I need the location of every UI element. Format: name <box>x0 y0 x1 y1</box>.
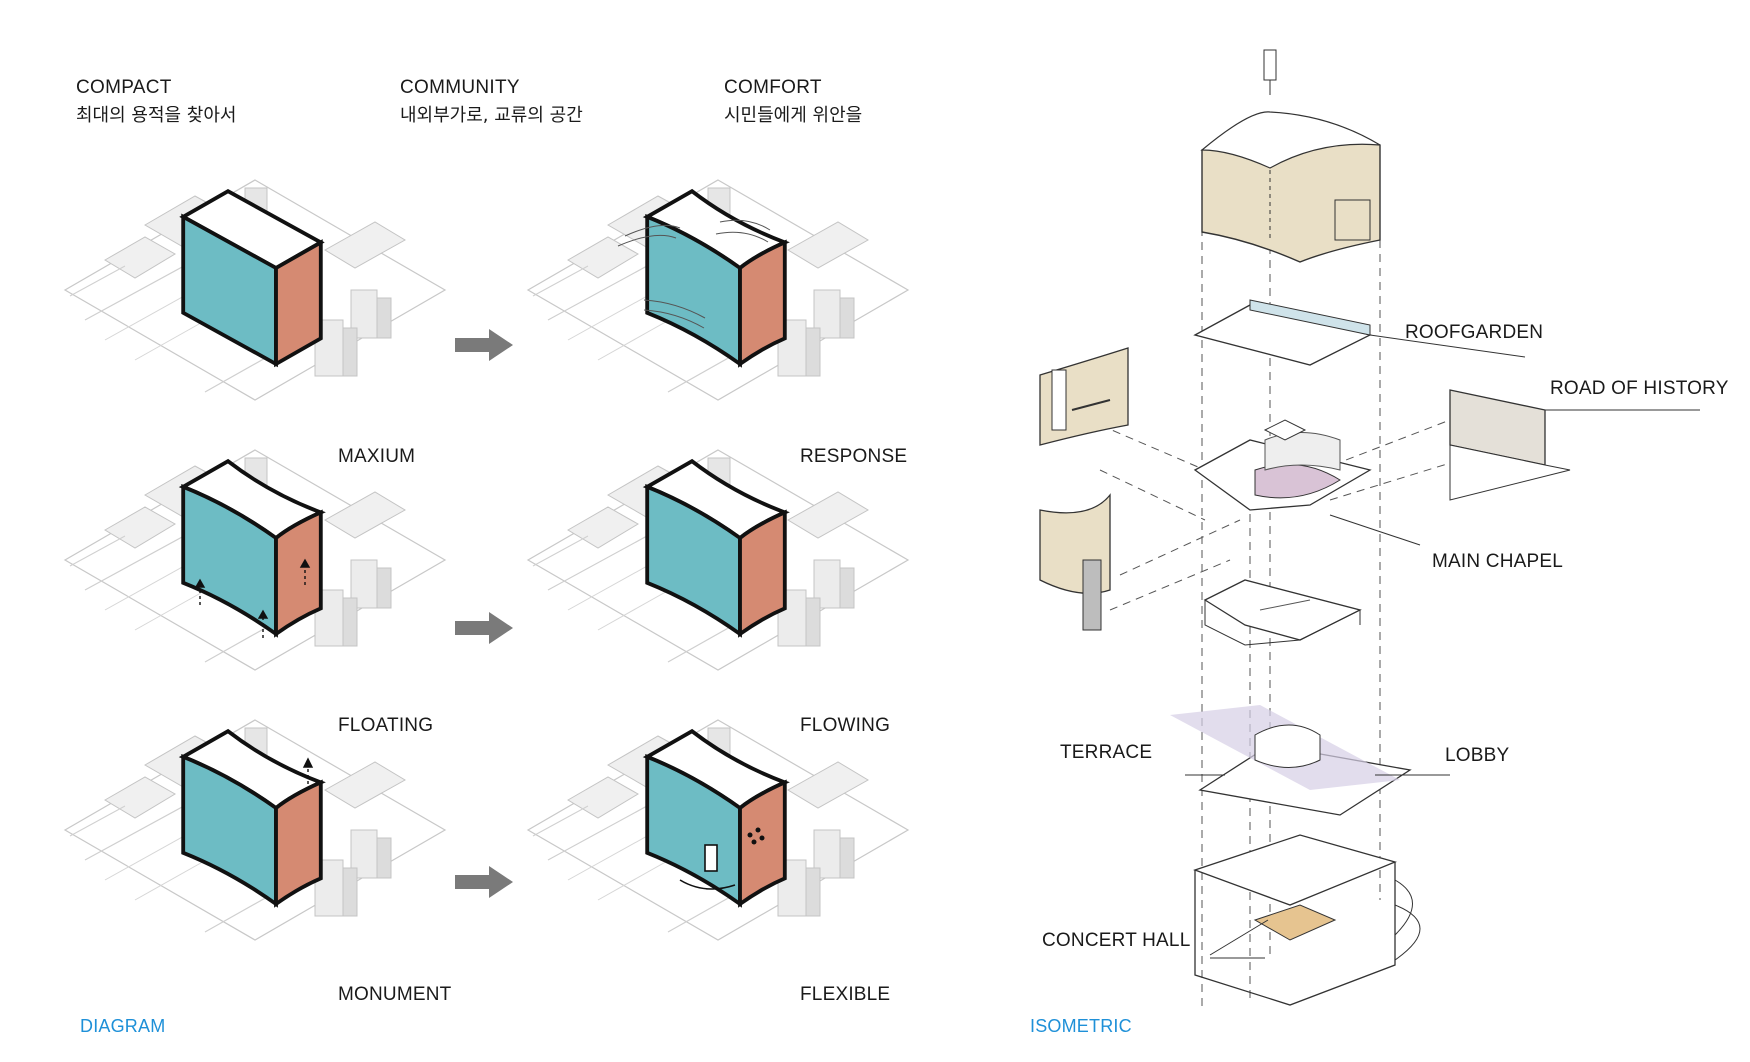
label-maxium: MAXIUM <box>338 446 416 467</box>
header-comfort: COMFORT 시민들에게 위안을 <box>724 74 862 130</box>
spire <box>1263 49 1277 95</box>
section-label-diagram: DIAGRAM <box>80 1016 166 1036</box>
west-wall-panel <box>1039 347 1129 446</box>
header-community-title: COMMUNITY <box>400 77 520 98</box>
header-community-subtitle: 내외부가로, 교류의 공간 <box>400 105 583 126</box>
office-level <box>1203 579 1362 646</box>
main-chapel-level <box>1193 419 1421 546</box>
road-of-history-panel <box>1449 389 1700 501</box>
concert-hall-base <box>1193 834 1421 1006</box>
header-compact-subtitle: 최대의 용적을 찾아서 <box>76 105 237 126</box>
header-comfort-title: COMFORT <box>724 77 822 98</box>
label-monument: MONUMENT <box>338 984 452 1005</box>
wind-lines <box>617 219 771 329</box>
header-compact: COMPACT 최대의 용적을 찾아서 <box>76 74 236 130</box>
label-main-chapel: MAIN CHAPEL <box>1432 551 1564 572</box>
label-roofgarden: ROOFGARDEN <box>1405 322 1544 343</box>
section-label-isometric: ISOMETRIC <box>1030 1016 1132 1036</box>
transform-arrow-3 <box>455 866 513 898</box>
lift-arrows <box>194 558 311 638</box>
label-terrace: TERRACE <box>1060 742 1153 763</box>
header-compact-title: COMPACT <box>76 77 172 98</box>
label-floating: FLOATING <box>338 715 434 736</box>
transform-arrow-2 <box>455 612 513 644</box>
roofgarden-slab <box>1193 299 1526 366</box>
label-concert-hall: CONCERT HALL <box>1042 930 1191 951</box>
transform-arrow-1 <box>455 329 513 361</box>
header-community: COMMUNITY 내외부가로, 교류의 공간 <box>400 74 583 130</box>
label-flexible: FLEXIBLE <box>800 984 891 1005</box>
header-comfort-subtitle: 시민들에게 위안을 <box>724 105 863 126</box>
label-flowing: FLOWING <box>800 715 891 736</box>
lobby-terrace-level <box>1170 705 1450 816</box>
label-road-of-history: ROAD OF HISTORY <box>1550 378 1729 399</box>
label-response: RESPONSE <box>800 446 908 467</box>
chapel-wall-panel <box>1039 493 1111 631</box>
label-lobby: LOBBY <box>1445 745 1510 766</box>
rise-arrow <box>302 757 314 790</box>
flexible-openings <box>679 827 765 890</box>
roof-volume <box>1200 111 1381 263</box>
